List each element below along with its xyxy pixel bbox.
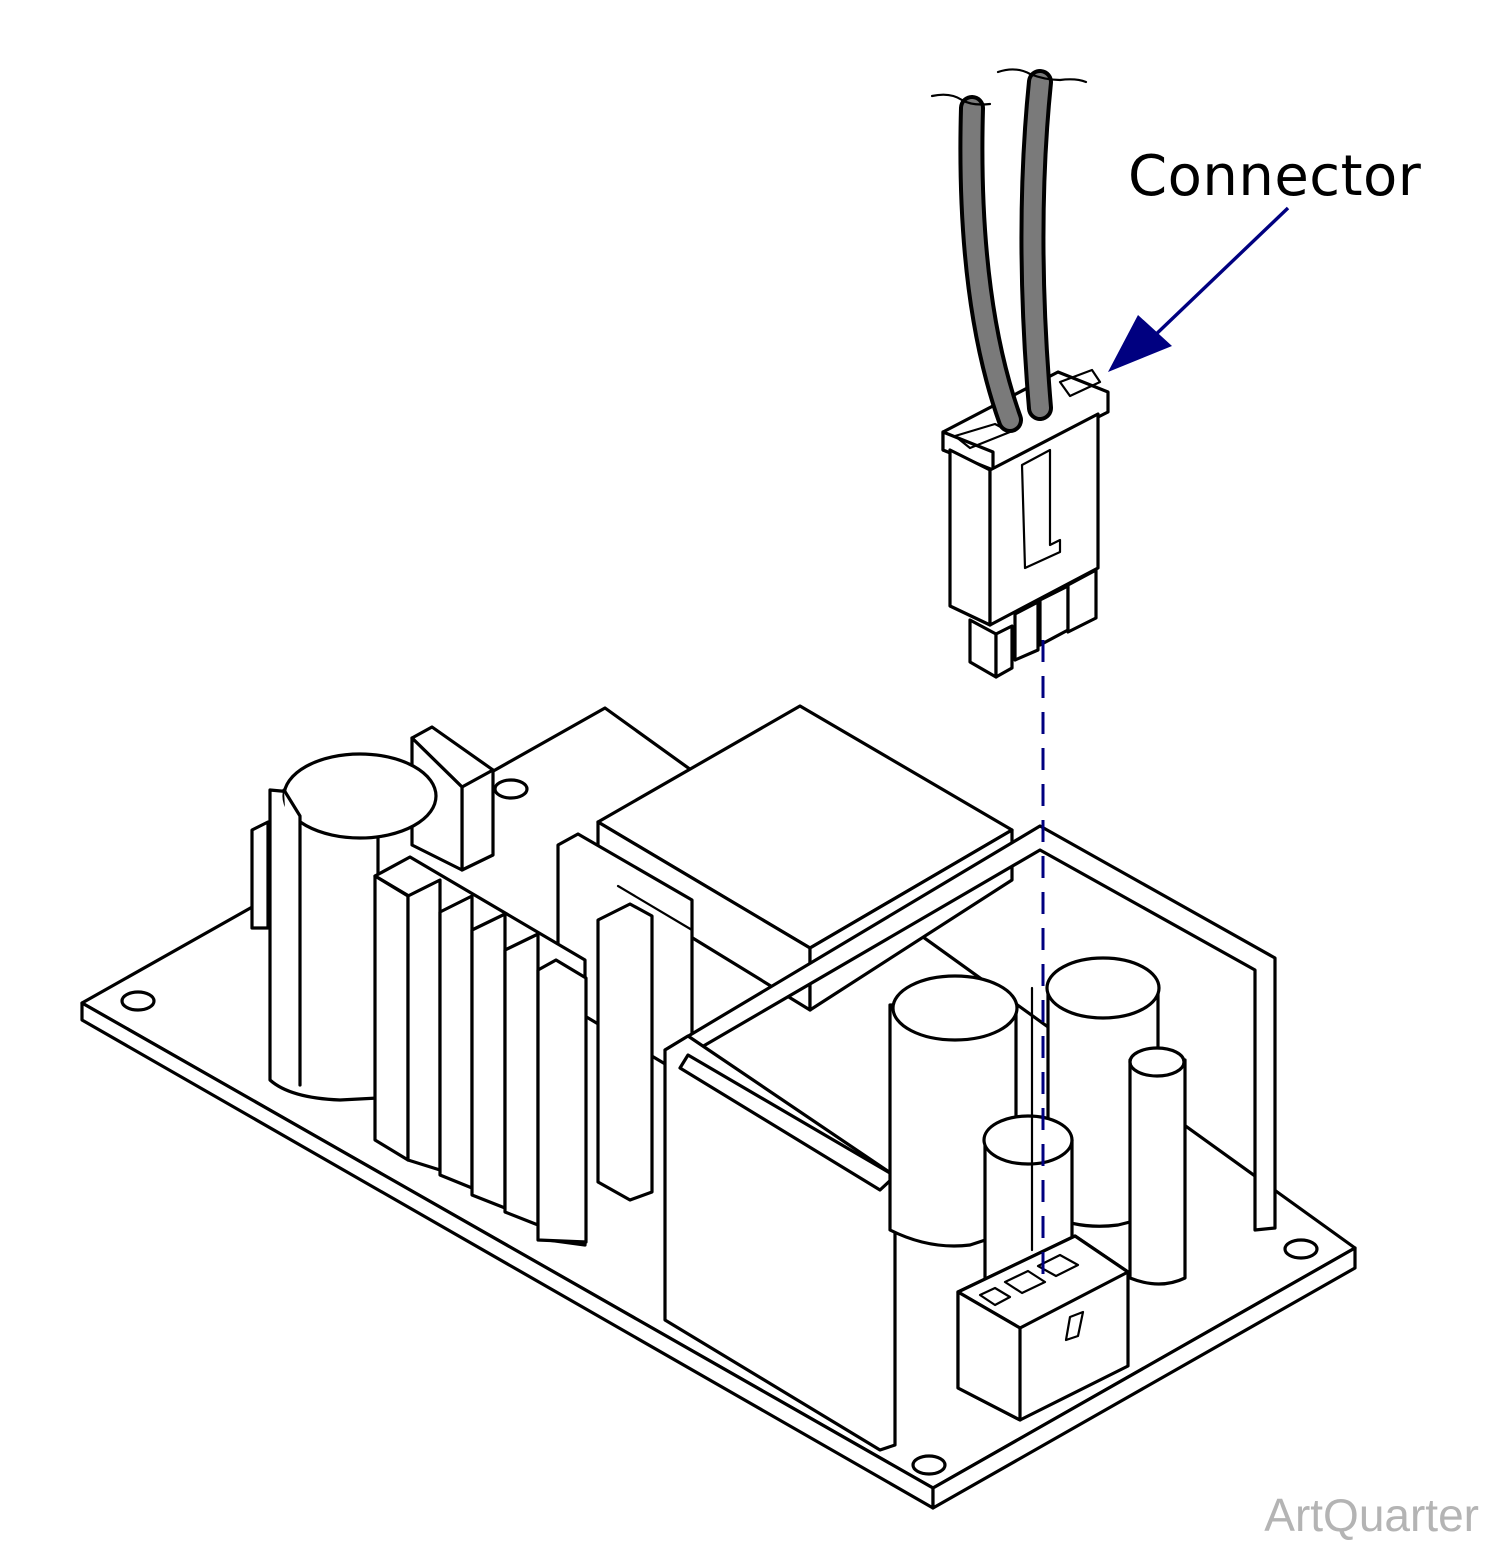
mounting-holes <box>120 778 1319 1476</box>
filter-capacitors <box>888 956 1187 1295</box>
shield-bracket <box>663 824 1277 1452</box>
heatsink <box>373 832 694 1247</box>
connector-housing <box>941 368 1110 679</box>
connector-wires <box>930 68 1088 433</box>
callout-arrow <box>1108 206 1290 372</box>
header-socket <box>956 1234 1130 1422</box>
terminal-block <box>410 725 495 872</box>
connector-callout-label: Connector <box>1128 144 1422 209</box>
large-capacitor <box>250 752 438 1102</box>
watermark-text: ArtQuarter <box>1264 1489 1479 1541</box>
